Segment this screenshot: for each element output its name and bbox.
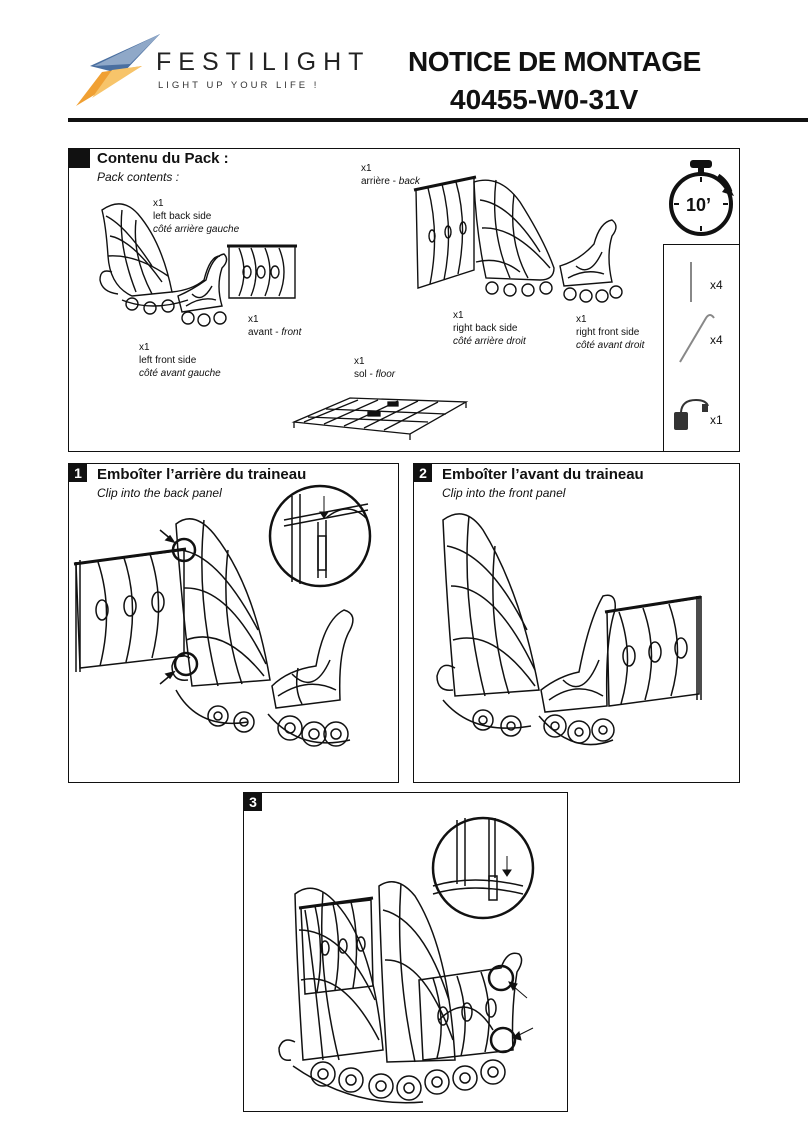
step-1-title: Emboîter l’arrière du traineau [97,466,307,483]
brand-name: FESTILIGHT [156,48,371,76]
doc-code: 40455-W0-31V [450,84,639,115]
left-back-side-illustration [92,196,222,316]
pack-title: Contenu du Pack : [97,150,229,167]
step-1-number: 1 [69,464,87,482]
timer-icon [666,160,734,238]
right-back-side-illustration [470,172,560,302]
stakes-qty: x4 [710,278,723,292]
right-front-side-illustration [556,216,626,306]
brand-logo: FESTILIGHT LIGHT UP YOUR LIFE ! [72,28,372,110]
connector-qty: x1 [710,413,723,427]
left-front-side-illustration [172,246,232,326]
accessories-box [663,244,740,452]
step-3-illustration [243,810,568,1110]
back-panel-illustration [410,174,480,294]
hook-icon [676,310,716,366]
step-2-subtitle: Clip into the front panel [442,486,566,500]
floor-illustration [290,392,470,442]
brand-tagline: LIGHT UP YOUR LIFE ! [158,80,320,91]
festilight-logo-mark [76,34,160,106]
connector-icon [674,398,712,430]
step-1-subtitle: Clip into the back panel [97,486,222,500]
pack-subtitle: Pack contents : [97,170,180,184]
step-2-panel [413,463,740,783]
hooks-qty: x4 [710,333,723,347]
step-3-panel [243,792,568,1112]
doc-title: NOTICE DE MONTAGE [408,46,701,77]
stake-icon [686,262,696,304]
step-2-title: Emboîter l’avant du traineau [442,466,644,483]
step-1-illustration [68,490,398,780]
header-rule [68,118,808,122]
pack-marker [69,149,90,168]
front-panel-illustration [225,240,299,302]
step-1-panel [68,463,399,783]
timer-value: 10’ [686,195,712,215]
step-2-illustration [413,500,740,780]
step-3-number: 3 [244,793,262,811]
step-2-number: 2 [414,464,432,482]
